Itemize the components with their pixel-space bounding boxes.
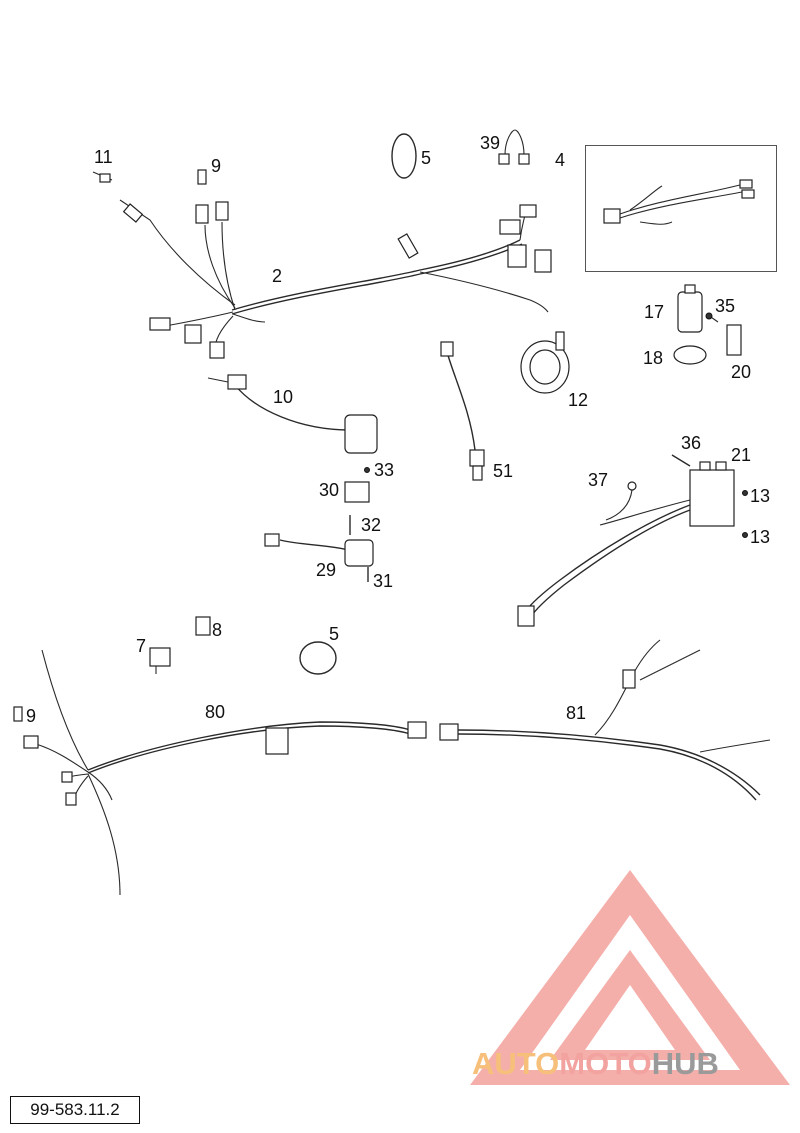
part-label-18: 18 — [643, 348, 664, 368]
part-label-33: 33 — [374, 460, 395, 480]
part-11-bulb — [92, 171, 113, 183]
part-label-13a: 13 — [750, 486, 771, 506]
part-21-regulator — [517, 461, 735, 627]
part-36-screw — [671, 454, 691, 467]
part-label-2: 2 — [272, 266, 283, 286]
part-label-11: 11 — [94, 147, 113, 167]
watermark-moto: MOTO — [559, 1046, 652, 1081]
part-label-36: 36 — [681, 433, 702, 453]
part-7-relay — [149, 647, 171, 674]
part-label-20: 20 — [731, 362, 752, 382]
inset-box-part-4 — [585, 145, 777, 272]
part-label-9b: 9 — [26, 706, 37, 726]
part-81-harness — [439, 639, 771, 801]
part-label-39: 39 — [480, 133, 501, 153]
part-18-ring — [673, 345, 707, 365]
part-39-connector — [498, 129, 530, 165]
part-label-37: 37 — [588, 470, 609, 490]
watermark-hub: HUB — [651, 1046, 719, 1081]
part-4-harness — [603, 179, 755, 225]
part-10-switch — [207, 374, 378, 454]
part-label-31: 31 — [373, 571, 394, 591]
part-5-cable-tie-b — [299, 641, 337, 675]
part-label-17: 17 — [644, 302, 665, 322]
part-80-harness — [23, 649, 427, 896]
part-label-7: 7 — [136, 636, 147, 656]
part-30-plate — [344, 481, 370, 503]
part-label-5b: 5 — [329, 624, 340, 644]
part-label-32: 32 — [361, 515, 382, 535]
part-37-terminal — [605, 481, 637, 521]
part-13b-nut — [742, 532, 748, 538]
part-label-51: 51 — [493, 461, 514, 481]
part-12-horn — [520, 331, 570, 394]
part-51-sensor — [440, 341, 485, 481]
part-label-9: 9 — [211, 156, 222, 176]
part-label-30: 30 — [319, 480, 340, 500]
part-9-fuse — [197, 169, 207, 185]
part-label-8: 8 — [212, 620, 223, 640]
part-20-bracket — [726, 324, 742, 356]
part-13a-nut — [742, 490, 748, 496]
part-label-5: 5 — [421, 148, 432, 168]
part-35-screw — [705, 312, 719, 323]
main-wiring-harness — [119, 199, 552, 359]
part-17-capacitor — [677, 284, 703, 333]
part-label-80: 80 — [205, 702, 226, 722]
part-label-10: 10 — [273, 387, 294, 407]
part-5-cable-tie — [391, 133, 417, 179]
part-29-switch — [264, 533, 374, 567]
drawing-code: 99-583.11.2 — [10, 1096, 140, 1124]
part-label-21: 21 — [731, 445, 752, 465]
part-label-29: 29 — [316, 560, 337, 580]
part-label-13b: 13 — [750, 527, 771, 547]
part-label-81: 81 — [566, 703, 587, 723]
part-33-nut — [364, 467, 370, 473]
watermark-logo — [470, 870, 790, 1085]
watermark-text: AUTOMOTOHUB — [472, 1046, 719, 1082]
part-8-bracket — [195, 616, 211, 636]
part-label-4: 4 — [555, 150, 566, 170]
part-9-fuse-b — [13, 706, 23, 722]
watermark-auto: AUTO — [472, 1046, 560, 1081]
part-label-35: 35 — [715, 296, 736, 316]
part-label-12: 12 — [568, 390, 589, 410]
